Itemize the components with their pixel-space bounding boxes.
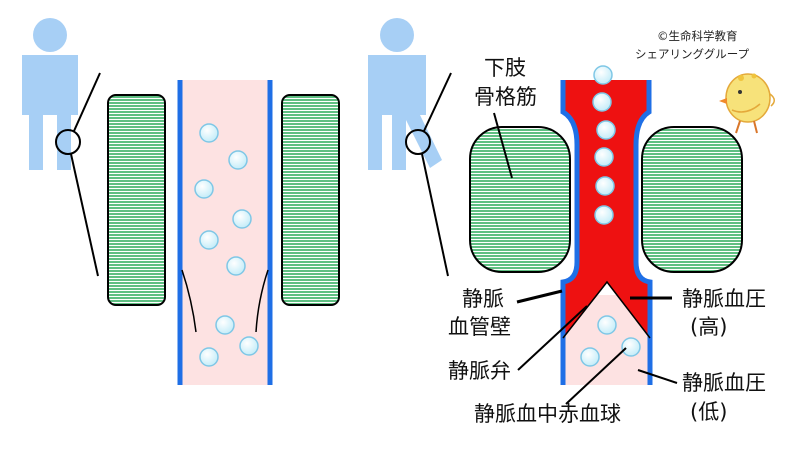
- leader-valve: [517, 305, 588, 371]
- red-blood-cell: [621, 337, 641, 357]
- zoom-line-lower-right: [421, 153, 449, 277]
- red-blood-cell: [199, 347, 219, 367]
- person-walking-icon: [368, 18, 442, 170]
- red-blood-cell: [593, 65, 613, 85]
- contracted-muscle-right: [641, 126, 743, 273]
- contracted-red-blood-cells: [580, 65, 641, 367]
- chick-mascot-icon: [719, 73, 775, 134]
- red-blood-cell: [592, 92, 612, 112]
- leader-vein-wall: [516, 289, 563, 304]
- relaxed-state-panel: [22, 18, 340, 385]
- relaxed-valve-right-leaflet: [255, 269, 269, 333]
- credit-line2: シェアリンググループ: [635, 47, 750, 61]
- zoom-line-upper-left: [73, 72, 101, 132]
- label-vein-wall-line1: 静脈: [462, 287, 504, 311]
- zoom-circle-left: [55, 129, 81, 155]
- label-red-blood-cell: 静脈血中赤血球: [474, 402, 621, 426]
- person-standing-icon: [22, 18, 78, 170]
- leader-muscle: [493, 112, 513, 179]
- relaxed-red-blood-cells: [194, 123, 259, 367]
- contracted-muscle-left: [469, 126, 571, 273]
- red-blood-cell: [228, 150, 248, 170]
- relaxed-muscle-right: [281, 94, 340, 306]
- relaxed-muscle-left: [107, 94, 166, 306]
- label-muscle-line2: 骨格筋: [474, 85, 537, 109]
- label-valve: 静脈弁: [448, 359, 511, 383]
- leader-pressure-low: [637, 369, 678, 384]
- vein-wall-left: [560, 80, 580, 385]
- credit-line1: ©生命科学教育: [657, 29, 738, 43]
- zoom-line-lower-left: [70, 153, 99, 277]
- red-blood-cell: [226, 256, 246, 276]
- red-blood-cell: [199, 123, 219, 143]
- red-blood-cell: [595, 176, 615, 196]
- label-pressure-high-line2: (高): [690, 315, 727, 339]
- red-blood-cell: [239, 336, 259, 356]
- relaxed-vein-lumen: [180, 80, 270, 385]
- red-blood-cell: [597, 315, 617, 335]
- red-blood-cell: [232, 209, 252, 229]
- leader-red-blood-cell: [565, 347, 627, 405]
- vein-wall-right: [633, 80, 653, 385]
- red-blood-cell: [215, 315, 235, 335]
- red-blood-cell: [580, 347, 600, 367]
- label-pressure-high-line1: 静脈血圧: [682, 287, 766, 311]
- zoom-circle-right: [405, 129, 431, 155]
- red-blood-cell: [194, 179, 214, 199]
- contracted-state-panel: 下肢 骨格筋 静脈 血管壁 静脈弁 静脈血圧 (高) 静脈血圧 (低) 静脈血中…: [368, 18, 775, 426]
- red-blood-cell: [199, 230, 219, 250]
- red-blood-cell: [594, 147, 614, 167]
- closed-valve-leaflets: [562, 280, 651, 339]
- red-blood-cell: [596, 120, 616, 140]
- red-blood-cell: [594, 205, 614, 225]
- label-pressure-low-line1: 静脈血圧: [682, 371, 766, 395]
- label-vein-wall-line2: 血管壁: [448, 315, 511, 339]
- label-pressure-low-line2: (低): [690, 400, 727, 424]
- zoom-line-upper-right: [423, 72, 452, 132]
- label-muscle-line1: 下肢: [484, 56, 526, 80]
- relaxed-valve-left-leaflet: [181, 269, 197, 333]
